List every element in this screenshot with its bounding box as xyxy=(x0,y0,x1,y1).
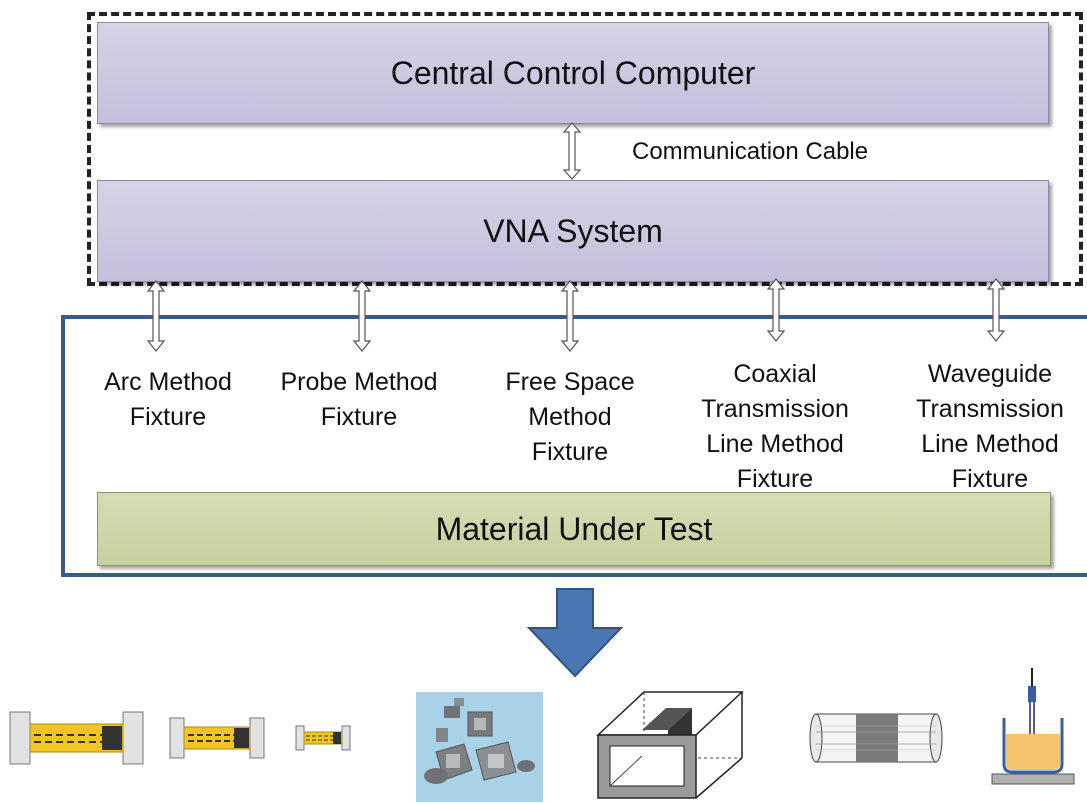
probe-fixture-icon xyxy=(416,692,543,802)
communication-cable-arrow xyxy=(562,122,582,180)
vna-system-block: VNA System xyxy=(97,180,1049,282)
control-system-group xyxy=(87,12,1083,286)
arc-method-fixture-label: Arc Method Fixture xyxy=(104,368,232,431)
probe-fixture-arrow xyxy=(352,280,372,352)
communication-cable-label: Communication Cable xyxy=(632,138,869,165)
central-control-computer-block: Central Control Computer xyxy=(97,22,1049,124)
material-under-test-block: Material Under Test xyxy=(97,492,1051,566)
arc-fixture-medium-icon xyxy=(169,717,265,759)
coaxial-fixture-arrow xyxy=(766,278,786,342)
down-arrow-icon xyxy=(526,588,624,678)
arc-fixture-large-icon xyxy=(9,711,144,765)
probe-method-fixture-label: Probe Method Fixture xyxy=(280,368,438,431)
coaxial-fixture-icon xyxy=(809,713,943,763)
beaker-probe-icon xyxy=(991,668,1075,785)
waveguide-fixture-arrow xyxy=(986,278,1006,342)
free-space-fixture-arrow xyxy=(560,280,580,352)
fixtures-frame xyxy=(61,315,1087,577)
waveguide-fixture-icon xyxy=(596,691,744,799)
arc-fixture-small-icon xyxy=(295,725,351,751)
central-control-computer-label: Central Control Computer xyxy=(390,54,756,91)
vna-system-label: VNA System xyxy=(483,212,663,249)
waveguide-transmission-line-fixture-label: Waveguide Transmission Line Method Fixtu… xyxy=(916,360,1064,493)
coaxial-transmission-line-fixture-label: Coaxial Transmission Line Method Fixture xyxy=(701,360,849,493)
free-space-method-fixture-label: Free Space Method Fixture xyxy=(505,368,635,466)
arc-fixture-arrow xyxy=(146,280,166,352)
material-under-test-label: Material Under Test xyxy=(435,510,713,547)
